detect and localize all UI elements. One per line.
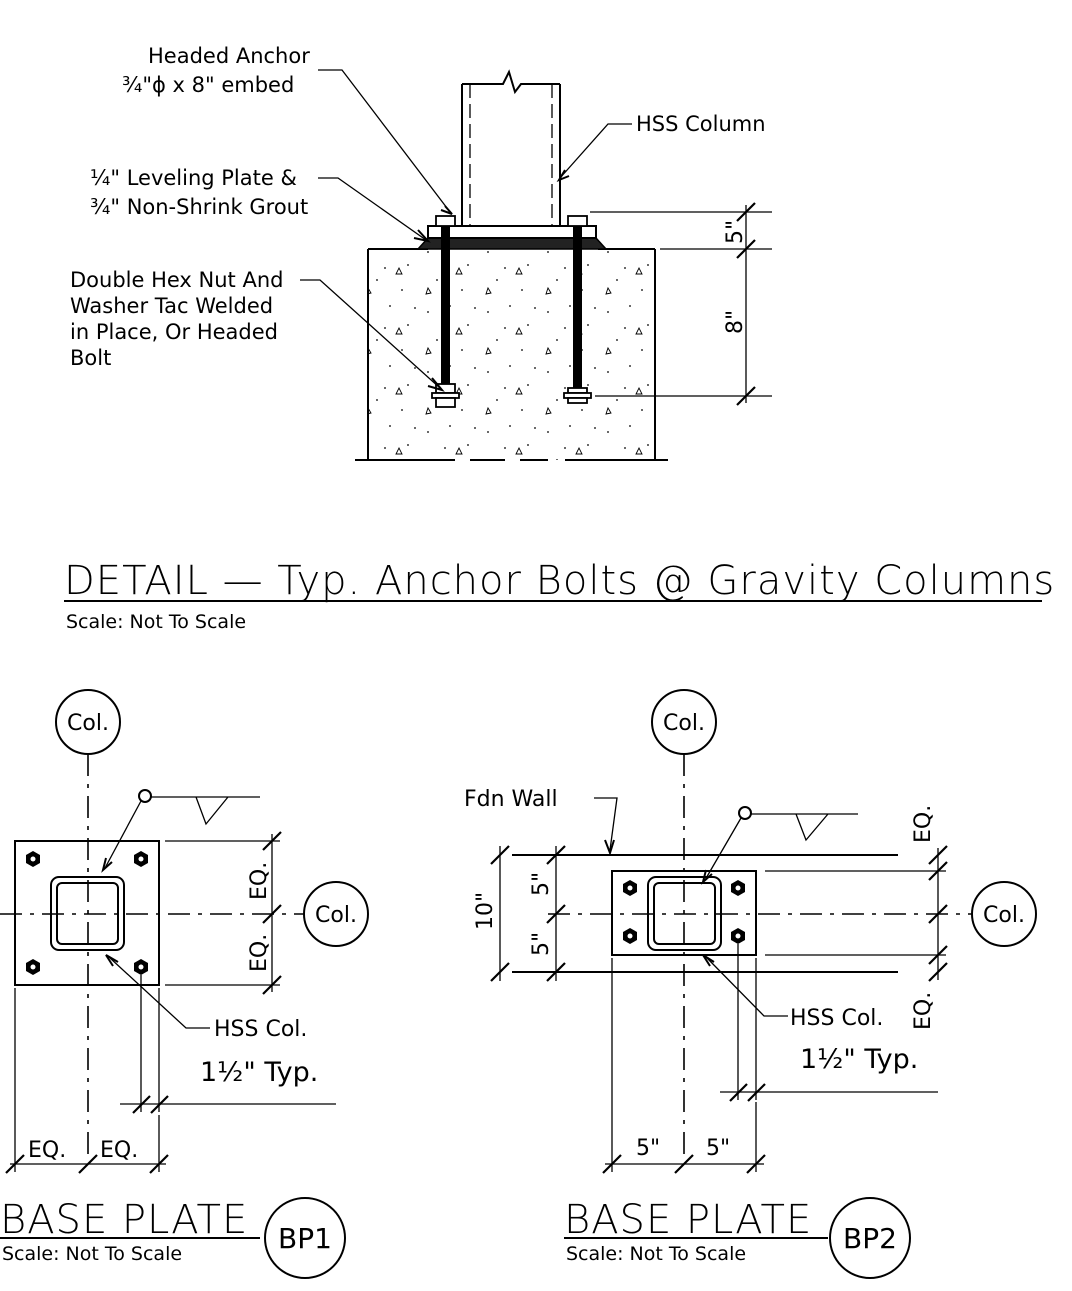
base-plate-bp1: Col. Col. EQ. EQ. HSS (0, 689, 369, 1279)
note-leveling-2: ¾" Non-Shrink Grout (90, 195, 308, 219)
bp2-fdn-wall: Fdn Wall (464, 787, 558, 812)
bp1-eq-left: EQ. (28, 1138, 66, 1163)
bp2-dim-lower: 5" (529, 932, 554, 956)
leveling-plate (427, 225, 597, 239)
bp2-col-right: Col. (983, 903, 1025, 928)
bp1-col-right: Col. (315, 903, 357, 928)
dim-top: 5" (723, 220, 748, 244)
bp2-eq-upper: EQ. (911, 805, 936, 843)
bp1-eq-lower: EQ. (247, 934, 272, 972)
bp2-plate (611, 870, 757, 956)
bp1-anchor-bolts (26, 851, 148, 975)
note-leveling-1: ¼" Leveling Plate & (90, 166, 297, 190)
bp1-title: BASE PLATE (0, 1197, 248, 1243)
bp2-typ-label: 1½" Typ. (800, 1044, 918, 1075)
bp1-eq-right: EQ. (100, 1138, 138, 1163)
bp1-plate (14, 840, 160, 986)
bp1-hss-label: HSS Col. (214, 1017, 307, 1042)
bp2-hss-label: HSS Col. (790, 1006, 883, 1031)
bp2-dim-total: 10" (473, 892, 498, 930)
anchor-bolt-section-detail: Headed Anchor ¾"ϕ x 8" embed HSS Column … (64, 44, 1055, 633)
bp1-col-top: Col. (67, 711, 109, 736)
bp1-scale: Scale: Not To Scale (2, 1243, 182, 1265)
note-nut-2: Washer Tac Welded (70, 294, 273, 318)
bp1-eq-upper: EQ. (247, 862, 272, 900)
bp2-dim-right: 5" (706, 1136, 730, 1161)
bp2-title: BASE PLATE (564, 1197, 812, 1243)
bp2-dim-left: 5" (636, 1136, 660, 1161)
bp2-eq-lower: EQ. (911, 992, 936, 1030)
bp2-tag: BP2 (843, 1222, 897, 1255)
anchor-bolt-left (441, 216, 450, 396)
dim-embed: 8" (723, 310, 748, 334)
bp1-typ-label: 1½" Typ. (200, 1057, 318, 1088)
note-hss-column: HSS Column (636, 112, 766, 136)
note-nut-3: in Place, Or Headed (70, 320, 278, 344)
note-nut-1: Double Hex Nut And (70, 268, 283, 292)
note-nut-4: Bolt (70, 346, 111, 370)
base-plate-bp2: Col. Col. Fdn Wall (464, 689, 1037, 1279)
bp2-scale: Scale: Not To Scale (566, 1243, 746, 1265)
concrete-pier (368, 249, 655, 460)
detail-scale: Scale: Not To Scale (66, 611, 246, 633)
anchor-bolt-right (573, 216, 582, 396)
bp2-dim-upper: 5" (529, 872, 554, 896)
note-headed-anchor-2: ¾"ϕ x 8" embed (122, 73, 294, 97)
bp2-anchor-bolts (623, 880, 745, 944)
bp1-tag: BP1 (278, 1222, 332, 1255)
bp2-col-top: Col. (663, 711, 705, 736)
detail-title: DETAIL — Typ. Anchor Bolts @ Gravity Col… (64, 558, 1055, 604)
note-headed-anchor-1: Headed Anchor (148, 44, 310, 68)
